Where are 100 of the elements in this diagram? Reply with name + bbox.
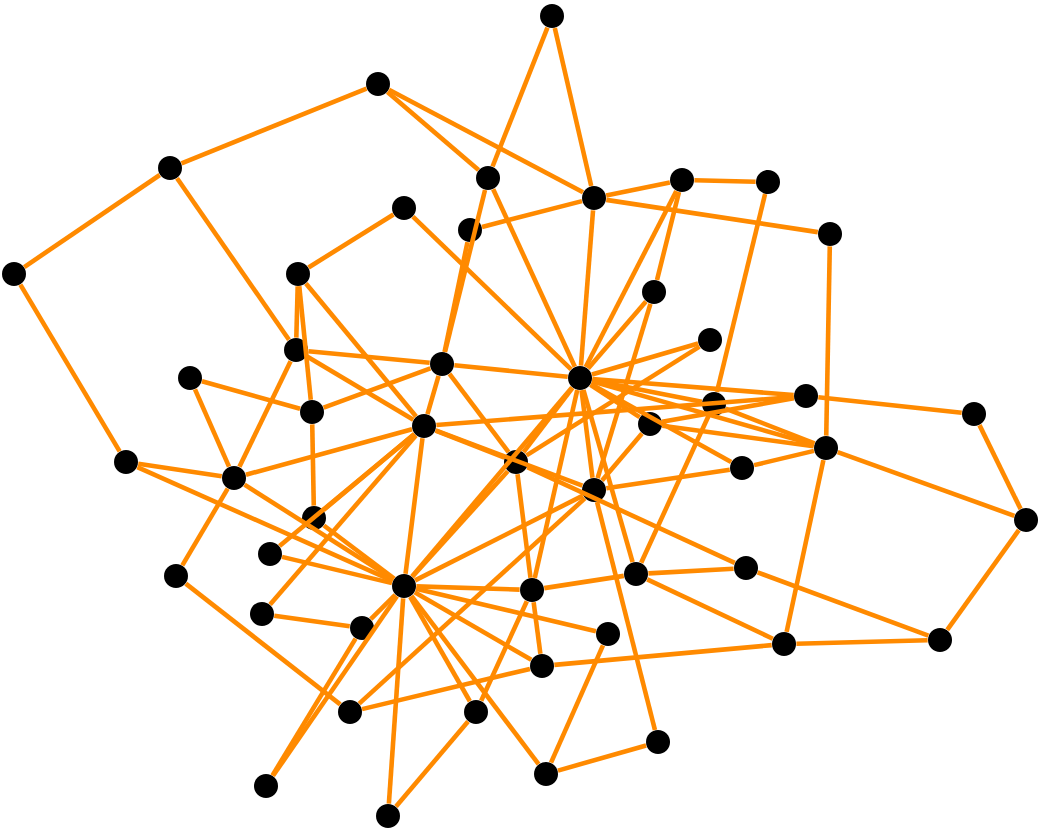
edge-line <box>581 389 635 563</box>
graph-node <box>818 222 842 246</box>
graph-node <box>412 414 436 438</box>
edge-line <box>410 386 574 579</box>
edge-line <box>662 423 815 449</box>
edge-line <box>605 180 671 198</box>
graph-node <box>2 262 26 286</box>
edge-line <box>605 197 819 235</box>
edge-line <box>278 432 416 548</box>
edge-line <box>639 414 711 564</box>
edge-line <box>945 528 1021 632</box>
edge-line <box>491 188 577 368</box>
edge-line <box>296 286 314 400</box>
edge-line <box>243 482 395 582</box>
edge-line <box>308 348 430 366</box>
graph-node <box>458 218 482 242</box>
edge-line <box>180 86 368 166</box>
edge-line <box>281 554 393 586</box>
edge-line <box>201 379 301 411</box>
edge-line <box>600 431 644 483</box>
graph-node <box>702 392 726 416</box>
edge-line <box>526 465 736 565</box>
graph-node <box>638 412 662 436</box>
graph-node <box>392 574 416 598</box>
graph-node <box>254 774 278 798</box>
edge-line <box>442 241 470 353</box>
graph-node <box>794 384 818 408</box>
edge-line <box>434 428 584 488</box>
graph-node <box>350 616 374 640</box>
graph-node <box>284 338 308 362</box>
graph-node <box>534 762 558 786</box>
graph-node <box>302 506 326 530</box>
graph-node <box>1014 508 1038 532</box>
graph-node <box>670 168 694 192</box>
edge-line <box>294 286 300 338</box>
edge-line <box>394 720 470 809</box>
graph-node <box>300 400 324 424</box>
graph-node <box>730 456 754 480</box>
edge-line <box>521 386 575 454</box>
graph-node <box>520 578 544 602</box>
edge-line <box>694 178 756 184</box>
graph-node <box>928 628 952 652</box>
edge-line <box>411 214 573 372</box>
graph-node <box>164 564 188 588</box>
edge-line <box>589 382 641 420</box>
edge-line <box>245 427 413 477</box>
graph-node <box>646 730 670 754</box>
edge-line <box>724 406 816 446</box>
edge-line <box>385 90 481 172</box>
graph-node <box>814 436 838 460</box>
edge-line <box>237 360 293 468</box>
graph-node <box>476 166 500 190</box>
edge-line <box>543 573 625 591</box>
edge-line <box>307 212 395 270</box>
edge-line <box>180 487 230 567</box>
graph-node <box>568 366 592 390</box>
edge-line <box>605 467 731 491</box>
graph-node <box>582 186 606 210</box>
graph-node <box>504 450 528 474</box>
edge-line <box>408 595 472 703</box>
graph-node <box>250 602 274 626</box>
edge-line <box>309 424 317 506</box>
edge-line <box>414 493 584 583</box>
edge-line <box>304 282 418 418</box>
edge-line <box>357 496 587 706</box>
edge-line <box>305 354 415 422</box>
edge-line <box>557 743 647 773</box>
edge-line <box>479 600 529 702</box>
edge-line <box>661 395 795 425</box>
graph-node <box>642 280 666 304</box>
edge-line <box>18 283 122 453</box>
graph-node <box>734 556 758 580</box>
edge-line <box>548 644 606 764</box>
graph-node <box>430 352 454 376</box>
graph-node <box>530 654 554 678</box>
graph-node <box>178 366 202 390</box>
edge-line <box>531 602 543 655</box>
graph-node <box>338 700 362 724</box>
edge-line <box>784 459 826 633</box>
edge-line <box>425 375 441 415</box>
edge-line <box>192 388 232 468</box>
graph-node <box>376 804 400 828</box>
edge-line <box>515 474 533 578</box>
edge-line <box>271 594 399 778</box>
edge-line <box>175 176 291 342</box>
edge-line <box>447 372 511 454</box>
edge-line <box>589 382 733 464</box>
edge-line <box>409 594 541 766</box>
graph-node <box>158 156 182 180</box>
edge-line <box>416 584 520 592</box>
graph-node <box>582 478 606 502</box>
edge-line <box>481 198 583 230</box>
edge-line <box>756 570 930 638</box>
edge-line <box>270 637 358 777</box>
edge-line <box>136 464 394 584</box>
edge-line <box>836 450 1016 518</box>
edge-line <box>273 613 351 629</box>
edge-line <box>818 395 962 415</box>
graph-node <box>366 72 390 96</box>
edge-line <box>592 376 794 398</box>
